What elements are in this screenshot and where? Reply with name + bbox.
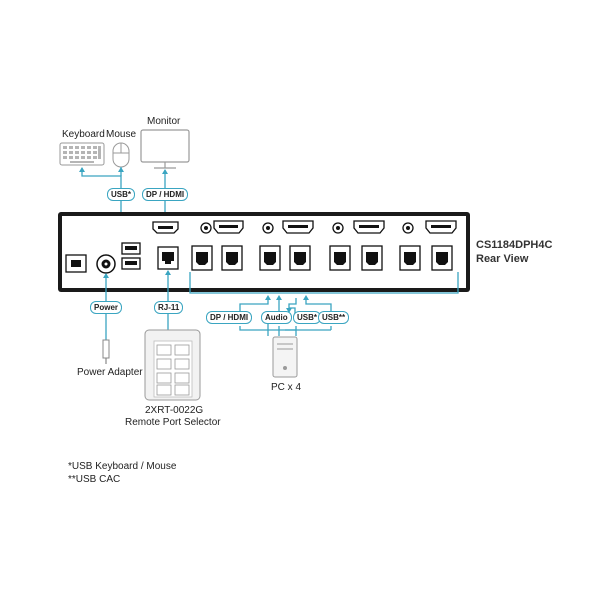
pc-port-group-2 [259, 220, 314, 271]
power-jack [96, 254, 116, 274]
dp-hdmi-console-tag: DP / HDMI [142, 188, 189, 201]
keyboard-arrow-icon [79, 167, 85, 172]
selector-model-label: 2XRT-0022G [145, 405, 204, 416]
monitor-arrow-icon [162, 169, 168, 174]
pc-port-group-3 [329, 220, 385, 271]
pc-cable-bundle [189, 272, 459, 336]
audio-tag: Audio [261, 311, 292, 324]
model-caption: CS1184DPH4C Rear View [476, 238, 552, 266]
pc-usb-arrow-icon [286, 308, 292, 313]
footnote-usb: *USB Keyboard / Mouse [68, 461, 177, 472]
footnote-cac: **USB CAC [68, 474, 121, 485]
mouse-icon [112, 142, 130, 168]
usb-cac-tag: USB** [318, 311, 350, 324]
pc-dp-arrow-icon [265, 295, 271, 300]
keyboard-icon [59, 142, 105, 166]
rj11-tag: RJ-11 [154, 301, 184, 314]
remote-port-selector-icon [144, 329, 201, 401]
power-tag: Power [90, 301, 123, 314]
pc-tower-icon [272, 336, 298, 378]
console-usb-ports [121, 242, 141, 270]
usb-kbm-tag: USB* [107, 188, 136, 201]
monitor-icon [140, 129, 190, 169]
monitor-label: Monitor [147, 116, 181, 127]
footnotes: *USB Keyboard / Mouse **USB CAC [68, 460, 176, 486]
console-hdmi-port [152, 221, 179, 234]
model-name: CS1184DPH4C [476, 239, 553, 251]
dp-hdmi-pc-tag: DP / HDMI [206, 311, 253, 324]
pc-port-group-4 [399, 220, 457, 271]
selector-name-label: Remote Port Selector [125, 417, 221, 428]
keyboard-label: Keyboard [62, 129, 105, 140]
pc-count-label: PC x 4 [271, 382, 302, 393]
mouse-arrow-icon [118, 167, 124, 172]
pc-audio-arrow-icon [276, 295, 282, 300]
rj11-port [157, 246, 179, 270]
mouse-label: Mouse [106, 129, 137, 140]
usb-pc-tag: USB* [293, 311, 322, 324]
pc-cac-arrow-icon [303, 295, 309, 300]
power-adapter-label: Power Adapter [77, 367, 143, 378]
rj11-cable [165, 270, 171, 330]
pc-port-group-1 [191, 220, 244, 271]
view-name: Rear View [476, 253, 529, 265]
power-switch [65, 254, 87, 273]
